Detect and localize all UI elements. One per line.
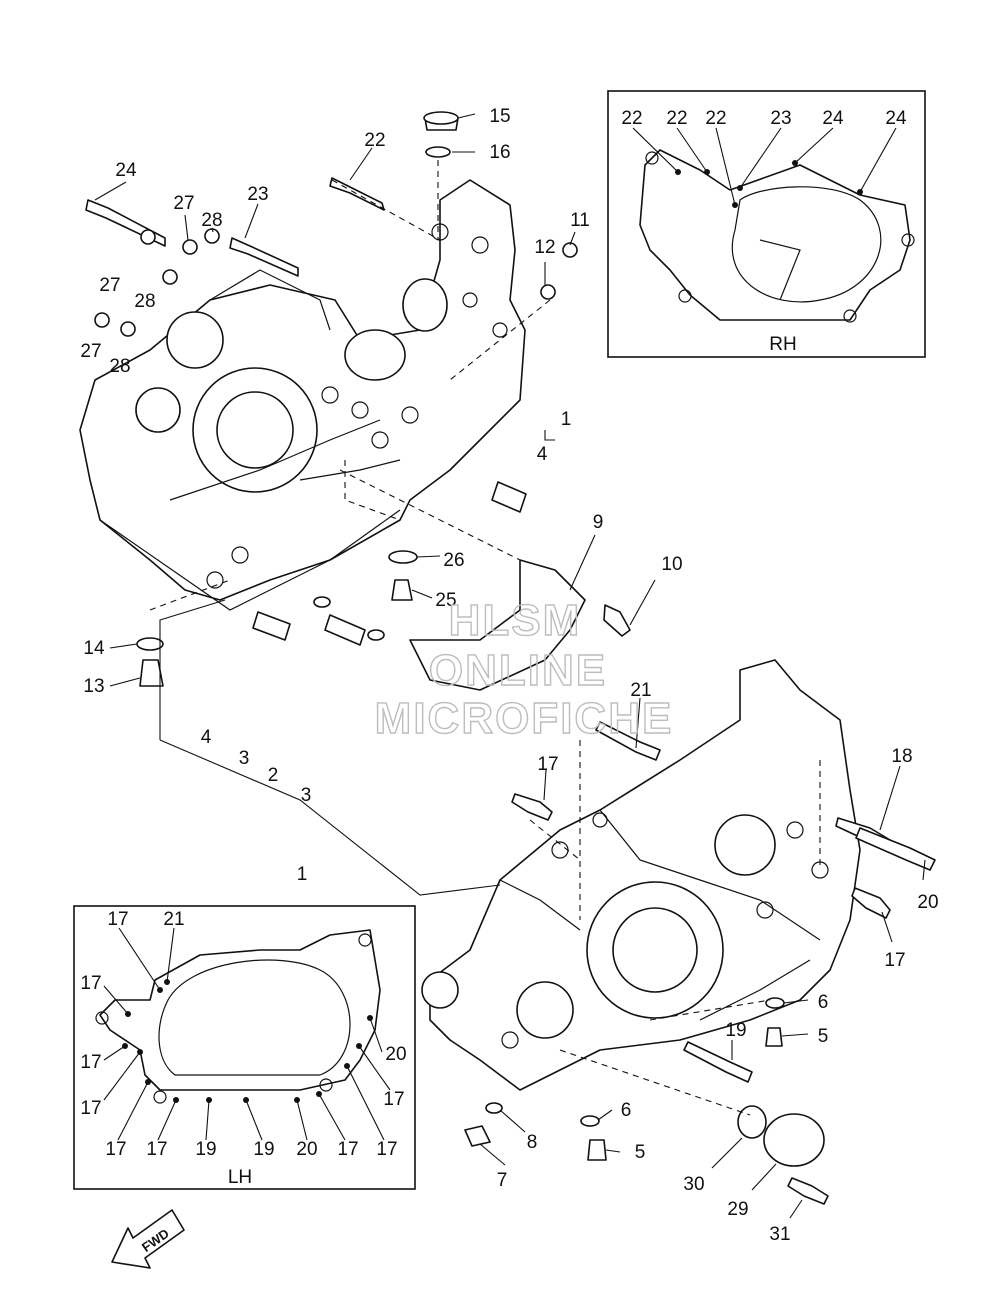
- lh-callout-21: 21: [163, 909, 184, 930]
- callout-31: 31: [769, 1224, 790, 1245]
- lh-callout-17: 17: [80, 1052, 101, 1073]
- part-callouts: 15 16 22 24 27 28 23 11 12 27 28 27 28 1…: [80, 106, 938, 1245]
- right-crankcase-half: [421, 659, 861, 1091]
- rh-callout-22: 22: [666, 108, 687, 129]
- callout-26: 26: [443, 550, 464, 571]
- callout-23: 23: [247, 184, 268, 205]
- rh-callout-24: 24: [885, 108, 907, 129]
- callout-6: 6: [818, 992, 829, 1013]
- leader-lines: [94, 113, 926, 1219]
- callout-30: 30: [683, 1174, 704, 1195]
- callout-1: 1: [297, 864, 308, 885]
- callout-5: 5: [818, 1026, 829, 1047]
- callout-5: 5: [635, 1142, 646, 1163]
- rh-inset-panel: 22 22 22 23 24 24 RH: [607, 90, 926, 358]
- watermark: HLSM ONLINE MICROFICHE: [374, 595, 674, 743]
- callout-24: 24: [115, 160, 137, 181]
- lh-callout-17: 17: [146, 1139, 167, 1160]
- callout-13: 13: [83, 676, 104, 697]
- rh-callout-22: 22: [705, 108, 726, 129]
- callout-17: 17: [537, 754, 558, 775]
- callout-20: 20: [917, 892, 938, 913]
- watermark-line-3: MICROFICHE: [375, 694, 674, 743]
- rh-callout-22: 22: [621, 108, 642, 129]
- callout-10: 10: [661, 554, 682, 575]
- callout-14: 14: [83, 638, 105, 659]
- callout-27: 27: [173, 193, 194, 214]
- lh-callout-20: 20: [385, 1044, 406, 1065]
- callout-11: 11: [570, 210, 590, 231]
- lh-callout-17: 17: [80, 973, 101, 994]
- callout-15: 15: [489, 106, 510, 127]
- callout-4: 4: [537, 444, 548, 465]
- callout-22: 22: [364, 130, 385, 151]
- watermark-line-1: HLSM: [449, 596, 582, 645]
- lh-panel-title: LH: [228, 1167, 252, 1188]
- callout-19: 19: [725, 1020, 746, 1041]
- small-parts: [85, 111, 936, 1205]
- callout-18: 18: [891, 746, 912, 767]
- callout-28: 28: [201, 210, 222, 231]
- rh-panel-title: RH: [769, 334, 796, 355]
- lh-callout-20: 20: [296, 1139, 317, 1160]
- callout-7: 7: [497, 1170, 508, 1191]
- callout-27: 27: [99, 275, 120, 296]
- callout-9: 9: [593, 512, 604, 533]
- lh-callout-17: 17: [337, 1139, 358, 1160]
- lh-callout-17: 17: [105, 1139, 126, 1160]
- callout-21: 21: [630, 680, 651, 701]
- watermark-line-2: ONLINE: [429, 646, 607, 695]
- callout-27: 27: [80, 341, 101, 362]
- rh-callout-23: 23: [770, 108, 791, 129]
- callout-6: 6: [621, 1100, 632, 1121]
- lh-inset-panel: 17 21 17 17 20 17 17 17 17 19 19 20 17 1…: [73, 905, 416, 1190]
- lh-callout-19: 19: [195, 1139, 216, 1160]
- callout-28: 28: [134, 291, 155, 312]
- callout-3: 3: [301, 785, 312, 806]
- callout-1: 1: [561, 409, 572, 430]
- lh-callout-17: 17: [107, 909, 128, 930]
- callout-16: 16: [489, 142, 510, 163]
- callout-3: 3: [239, 748, 250, 769]
- callout-8: 8: [527, 1132, 538, 1153]
- callout-2: 2: [268, 765, 279, 786]
- callout-12: 12: [534, 237, 555, 258]
- callout-25: 25: [435, 590, 456, 611]
- callout-29: 29: [727, 1199, 748, 1220]
- rh-callout-24: 24: [822, 108, 844, 129]
- callout-17: 17: [884, 950, 905, 971]
- lh-callout-19: 19: [253, 1139, 274, 1160]
- lh-callout-17: 17: [383, 1089, 404, 1110]
- fwd-arrow: FWD: [111, 1209, 185, 1269]
- left-crankcase-half: [79, 179, 526, 611]
- callout-4: 4: [201, 727, 212, 748]
- lh-callout-17: 17: [376, 1139, 397, 1160]
- callout-28: 28: [109, 356, 130, 377]
- lh-callout-17: 17: [80, 1098, 101, 1119]
